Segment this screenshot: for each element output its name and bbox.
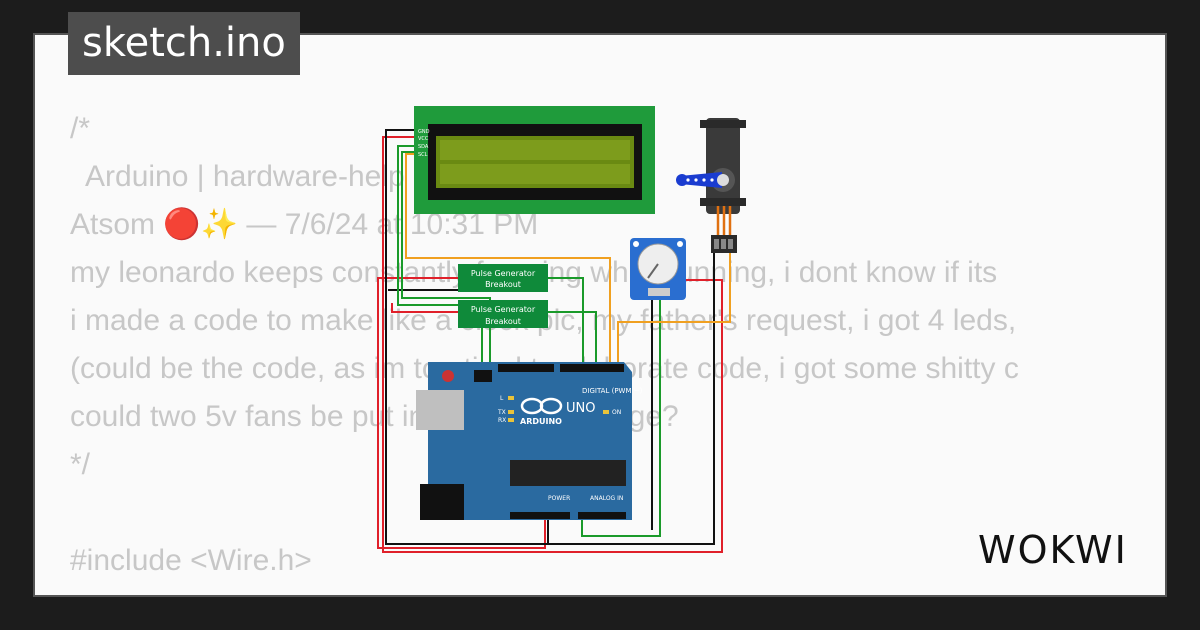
code-line: /* [70, 112, 91, 145]
lcd-pin-label: VCC [418, 136, 429, 142]
usb-port [416, 390, 464, 430]
servo-shaft [717, 174, 729, 186]
led-label-tx: TX [497, 409, 506, 416]
arduino-brand: ARDUINO [520, 417, 562, 426]
arduino-logo: ARDUINO UNO [520, 397, 595, 426]
wire-green [581, 298, 661, 537]
on-label: ON [612, 409, 621, 416]
pulse-gen-2-line1: Pulse Generator [471, 305, 536, 314]
code-line: #include <Wire.h> [70, 544, 312, 577]
wire-orange [405, 153, 611, 362]
analog-label: ANALOG IN [590, 495, 623, 502]
microcontroller-chip [510, 460, 626, 486]
code-line: (could be the code, as im too tired to e… [70, 352, 1019, 385]
lcd-display: GND VCC SDA SCL [414, 106, 655, 214]
led-label-rx: RX [498, 417, 506, 424]
code-line: Arduino | hardware-help [70, 160, 405, 193]
wire-green [548, 277, 584, 362]
wire-black [548, 250, 715, 545]
wire-red [382, 136, 723, 553]
servo-motor [676, 118, 746, 253]
sketch-title: sketch.ino [68, 12, 300, 75]
pulse-gen-1-line1: Pulse Generator [471, 269, 536, 278]
led-label-l: L [500, 395, 504, 402]
arduino-uno: DIGITAL (PWM ~) L TX RX ON ARDUINO UNO P… [416, 362, 643, 520]
pulse-generator-2: Pulse Generator Breakout [458, 300, 548, 328]
arduino-model: UNO [566, 401, 595, 416]
power-jack [420, 484, 464, 520]
wokwi-logo: WOKWI [978, 528, 1128, 572]
wire-red [377, 277, 546, 549]
power-label: POWER [548, 495, 570, 502]
pulse-gen-1-line2: Breakout [485, 280, 521, 289]
lcd-pin-label: SDA [418, 144, 429, 150]
code-line: #include <LiquidCrystal_I2C.h> [70, 585, 1019, 595]
lcd-pin-label: SCL [418, 152, 428, 158]
pulse-generator-1: Pulse Generator Breakout [458, 264, 548, 292]
wire-green [548, 311, 597, 362]
potentiometer [630, 238, 686, 300]
lcd-char-cells [440, 140, 630, 184]
wire-orange [617, 250, 731, 362]
pulse-gen-2-line2: Breakout [485, 317, 521, 326]
digital-label: DIGITAL (PWM ~) [582, 387, 643, 395]
wire-red [391, 303, 460, 313]
reset-button [442, 370, 454, 382]
wire-black [385, 129, 549, 545]
lcd-pin-label: GND [418, 129, 430, 135]
code-line: */ [70, 448, 91, 481]
